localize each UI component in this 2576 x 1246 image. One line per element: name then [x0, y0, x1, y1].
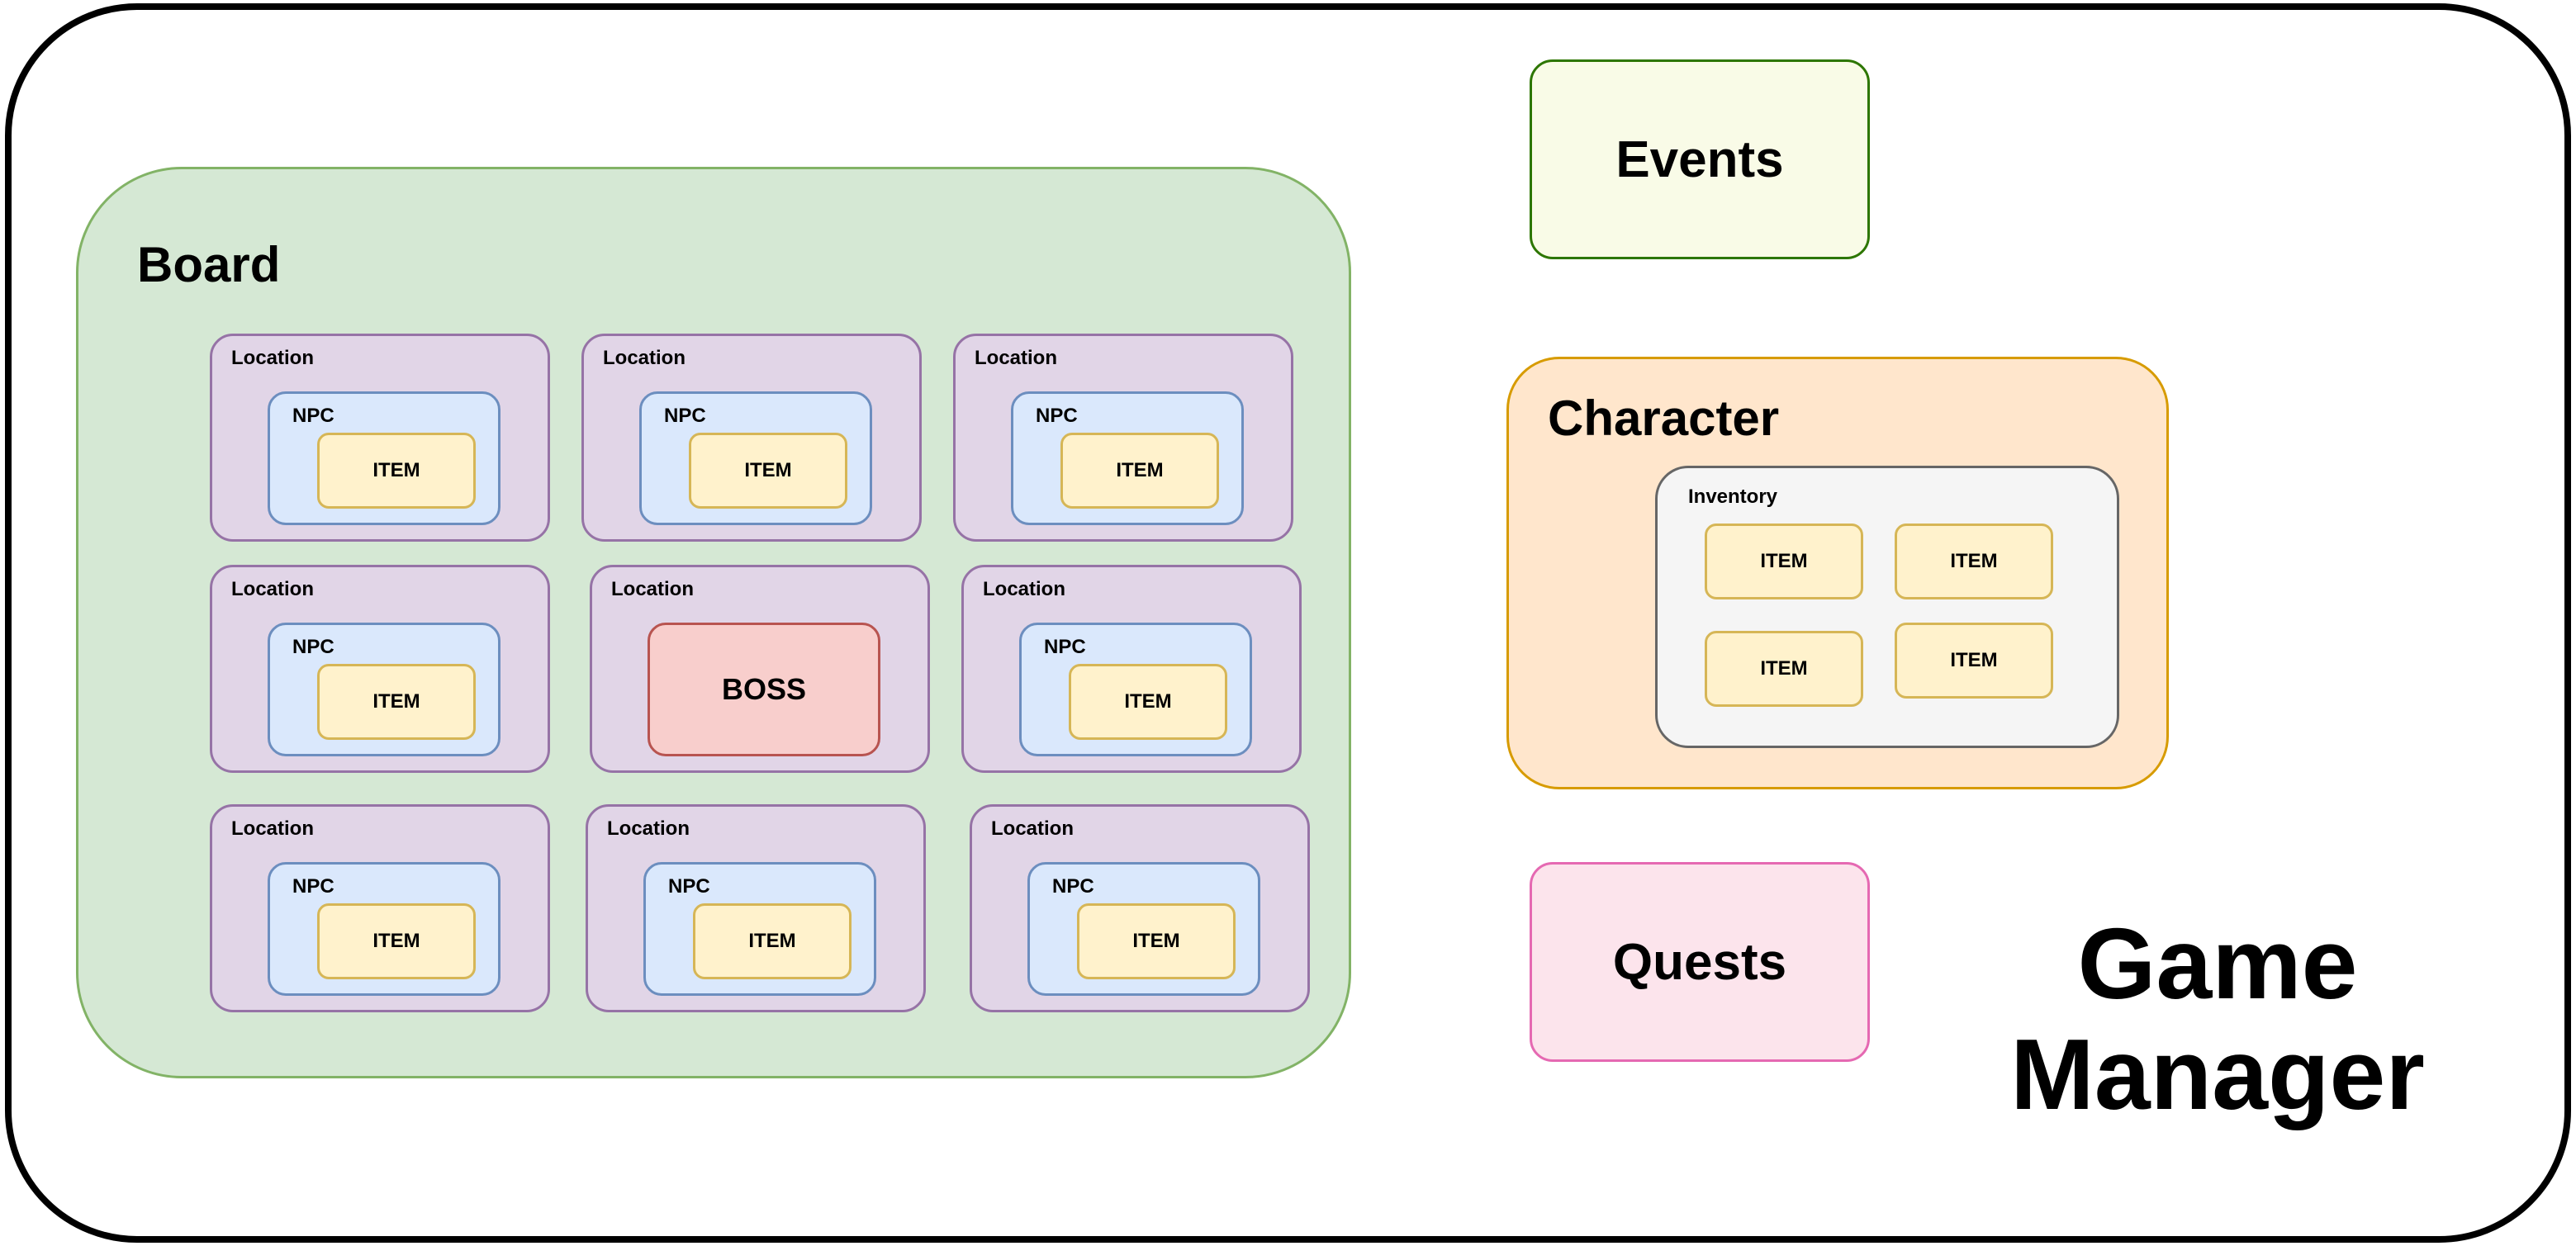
game-manager-title-line1: Game: [2077, 907, 2358, 1020]
item-box: ITEM: [1060, 433, 1219, 509]
inventory-item: ITEM: [1705, 524, 1863, 599]
npc-label: NPC: [668, 875, 710, 898]
location-label: Location: [975, 347, 1057, 369]
quests-box: Quests: [1530, 862, 1870, 1062]
inventory-item: ITEM: [1895, 524, 2053, 599]
npc-label: NPC: [292, 405, 334, 427]
character-title: Character: [1548, 391, 1780, 446]
location-label: Location: [991, 817, 1074, 840]
events-box: Events: [1530, 59, 1870, 259]
board-title: Board: [137, 237, 281, 292]
item-box: ITEM: [693, 903, 852, 979]
location-label: Location: [607, 817, 690, 840]
item-box: ITEM: [1077, 903, 1236, 979]
location-label: Location: [611, 578, 694, 600]
location-label: Location: [603, 347, 686, 369]
npc-label: NPC: [292, 875, 334, 898]
npc-label: NPC: [292, 636, 334, 658]
npc-label: NPC: [1036, 405, 1078, 427]
item-box: ITEM: [317, 664, 476, 740]
item-box: ITEM: [317, 433, 476, 509]
location-label: Location: [983, 578, 1065, 600]
boss-box: BOSS: [648, 623, 880, 756]
inventory-item: ITEM: [1895, 623, 2053, 699]
item-box: ITEM: [1069, 664, 1227, 740]
game-manager-title: Game Manager: [1982, 908, 2453, 1130]
inventory-item: ITEM: [1705, 631, 1863, 707]
game-manager-title-line2: Manager: [2010, 1018, 2425, 1131]
item-box: ITEM: [689, 433, 847, 509]
location-label: Location: [231, 578, 314, 600]
npc-label: NPC: [664, 405, 706, 427]
npc-label: NPC: [1044, 636, 1086, 658]
location-label: Location: [231, 347, 314, 369]
item-box: ITEM: [317, 903, 476, 979]
location-label: Location: [231, 817, 314, 840]
npc-label: NPC: [1052, 875, 1094, 898]
inventory-title: Inventory: [1688, 486, 1778, 508]
